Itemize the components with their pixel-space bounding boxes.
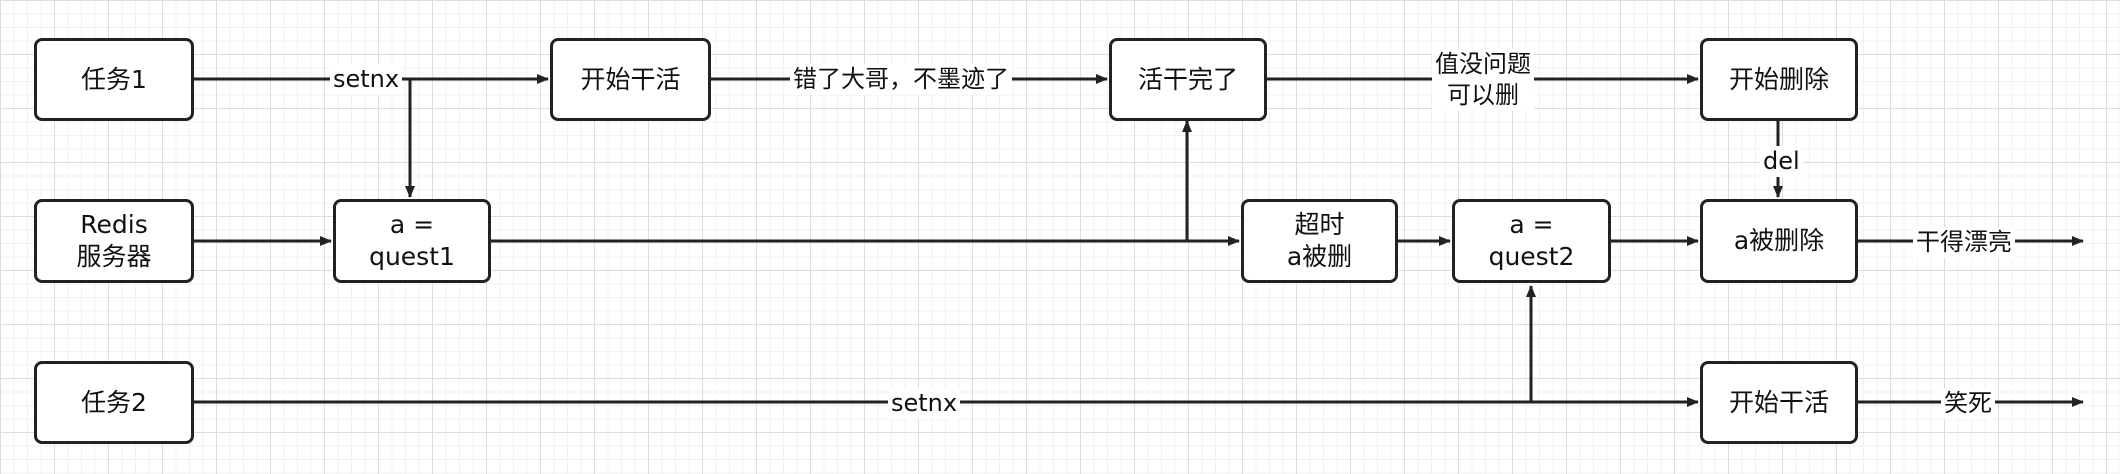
node-task2[interactable]: 任务2: [34, 361, 194, 444]
edge-label-setnx-2: setnx: [888, 388, 961, 419]
node-task1-label: 任务1: [81, 64, 147, 94]
node-timeout-deleted[interactable]: 超时 a被删: [1241, 199, 1398, 283]
node-a-deleted[interactable]: a被删除: [1700, 199, 1858, 283]
edge-label-setnx-1: setnx: [330, 64, 403, 95]
node-redis-server[interactable]: Redis 服务器: [34, 199, 194, 283]
node-start-delete-label: 开始删除: [1728, 64, 1829, 94]
edge-label-nicely-done: 干得漂亮: [1913, 227, 2015, 258]
node-task1[interactable]: 任务1: [34, 38, 194, 121]
edge-label-del: del: [1760, 146, 1803, 177]
node-a-quest1[interactable]: a = quest1: [333, 199, 491, 283]
node-task2-label: 任务2: [81, 387, 147, 417]
edge-label-wrong-brother: 错了大哥，不墨迹了: [790, 64, 1012, 95]
node-start-work-1-label: 开始干活: [580, 64, 681, 94]
node-redis-server-label: Redis 服务器: [76, 210, 152, 271]
node-timeout-deleted-label: 超时 a被删: [1286, 210, 1353, 271]
node-work-done[interactable]: 活干完了: [1109, 38, 1267, 121]
node-start-work-2-label: 开始干活: [1728, 387, 1829, 417]
node-work-done-label: 活干完了: [1137, 64, 1238, 94]
node-start-work-1[interactable]: 开始干活: [550, 38, 711, 121]
node-a-quest2-label: a = quest2: [1488, 210, 1575, 271]
node-start-work-2[interactable]: 开始干活: [1700, 361, 1858, 444]
edge-label-ok-to-delete: 值没问题 可以删: [1432, 49, 1534, 111]
node-start-delete[interactable]: 开始删除: [1700, 38, 1858, 121]
node-a-quest1-label: a = quest1: [369, 210, 455, 271]
node-a-quest2[interactable]: a = quest2: [1452, 199, 1611, 283]
node-a-deleted-label: a被删除: [1733, 226, 1825, 255]
edge-label-laugh-to-death: 笑死: [1941, 388, 1995, 419]
